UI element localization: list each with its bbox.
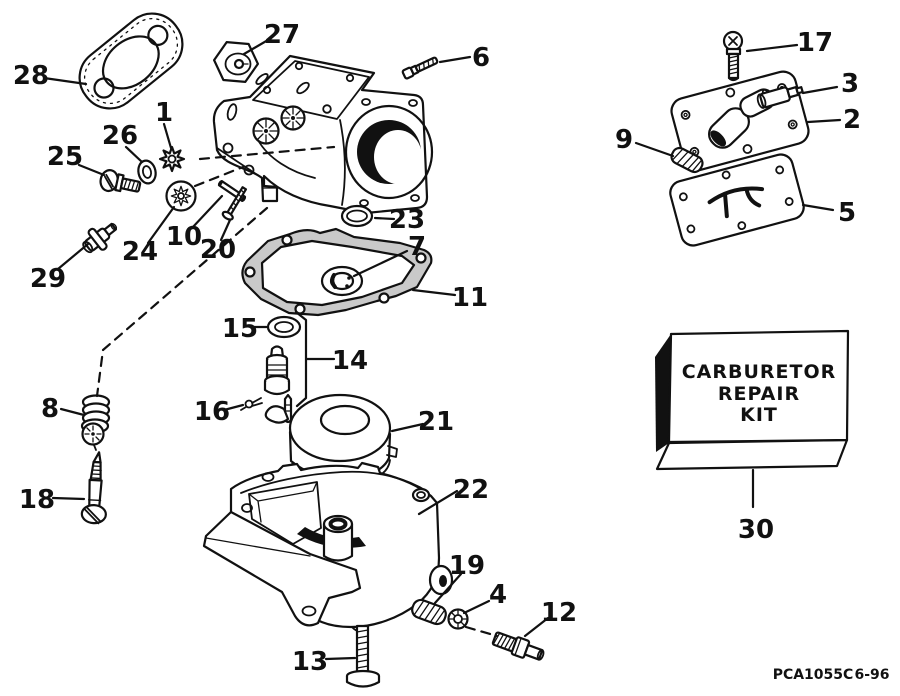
callout-14: 14: [332, 346, 368, 376]
screw-part-6: [401, 56, 439, 80]
bracket-14: [294, 310, 336, 408]
leader-27: [242, 38, 270, 56]
leader-1: [162, 122, 173, 150]
leader-8: [59, 407, 86, 417]
callout-8: 8: [41, 394, 59, 424]
callout-15: 15: [222, 314, 258, 344]
needle-seat-part-14: [263, 345, 293, 424]
leader-19: [433, 572, 463, 605]
callout-28: 28: [13, 61, 49, 91]
footer-part-code: PCA1055C: [773, 667, 854, 683]
carburetor-body: [212, 54, 434, 215]
leader-17: [745, 43, 799, 53]
nut-part-27: [213, 41, 259, 83]
callout-29: 29: [30, 264, 66, 294]
leader-24: [146, 205, 176, 245]
callout-4: 4: [489, 580, 507, 610]
leader-3: [801, 85, 839, 95]
leader-5: [801, 203, 835, 212]
callout-12: 12: [541, 598, 577, 628]
callout-30: 30: [738, 515, 774, 545]
leader-lines: [42, 38, 842, 661]
leader-16: [222, 403, 245, 412]
leader-29: [56, 242, 90, 271]
leader-7: [352, 249, 409, 278]
leader-6: [438, 55, 472, 64]
callout-23: 23: [389, 205, 425, 235]
roller-screw-right: [280, 105, 306, 131]
washer-part-4: [447, 608, 469, 630]
callout-3: 3: [841, 69, 859, 99]
callout-19: 19: [449, 551, 485, 581]
float-bowl-part-22: [202, 461, 454, 632]
fitting-part-29: [82, 222, 118, 254]
leader-4: [462, 599, 491, 615]
callout-16: 16: [194, 397, 230, 427]
screw-part-13: [345, 624, 381, 688]
callout-2: 2: [843, 105, 861, 135]
washer-part-26: [137, 159, 157, 185]
callout-9: 9: [615, 125, 633, 155]
leader-11: [411, 288, 457, 297]
leader-10: [190, 194, 224, 230]
grommet-part-7: [320, 265, 364, 297]
screw-part-17: [722, 30, 744, 82]
o-ring-part-23: [340, 204, 374, 228]
callout-22: 22: [453, 475, 489, 505]
washer-part-15: [266, 315, 302, 339]
callout-6: 6: [472, 43, 490, 73]
callout-11: 11: [452, 283, 488, 313]
callout-25: 25: [47, 142, 83, 172]
footer-date: 6-96: [854, 667, 889, 683]
gasket-part-28: [78, 12, 184, 110]
spring-part-8: [80, 394, 111, 451]
screw-part-25: [99, 169, 142, 193]
callout-labels: 28 27 6 17 3 2 9 5 1 26 25 24 10 20 29 2…: [13, 20, 861, 677]
callout-5: 5: [838, 198, 856, 228]
callout-24: 24: [122, 237, 158, 267]
spring-part-9: [670, 146, 704, 174]
callout-13: 13: [292, 647, 328, 677]
kit-box-line-2: REPAIR: [718, 383, 800, 405]
alignment-dashes: [95, 145, 499, 638]
leader-23: [373, 216, 396, 221]
needle-part-18: [80, 451, 107, 525]
spring-part-19: [411, 598, 447, 626]
callout-27: 27: [264, 20, 300, 50]
leader-20: [219, 218, 232, 242]
leader-12: [523, 616, 550, 638]
leader-26: [124, 145, 144, 164]
leader-9: [634, 141, 675, 158]
repair-kit-box: CARBURETOR REPAIR KIT: [655, 329, 850, 471]
callout-20: 20: [200, 235, 236, 265]
kit-box-line-1: CARBURETOR: [682, 361, 837, 383]
screw-part-20: [221, 186, 248, 221]
leader-28: [42, 76, 88, 86]
leader-25: [77, 163, 106, 177]
leader-22: [417, 489, 459, 516]
leader-21: [390, 422, 425, 433]
diaphragm-part-5: [669, 153, 805, 247]
callout-1: 1: [155, 98, 173, 128]
callout-26: 26: [102, 121, 138, 151]
callout-10: 10: [166, 222, 202, 252]
callout-18: 18: [19, 485, 55, 515]
callout-7: 7: [408, 232, 426, 262]
leader-13: [324, 656, 357, 661]
kit-box-line-3: KIT: [740, 404, 778, 426]
fitting-part-3: [756, 85, 804, 109]
roller-screw-left: [252, 117, 280, 145]
leader-2: [806, 118, 842, 124]
fitting-part-12: [491, 631, 545, 661]
callout-17: 17: [797, 28, 833, 58]
leader-18: [51, 496, 86, 501]
star-washer-part-1: [158, 145, 186, 173]
gasket-part-11: [241, 227, 433, 317]
clip-part-16: [240, 397, 263, 411]
callout-21: 21: [418, 407, 454, 437]
star-washer-part-24: [165, 180, 197, 212]
